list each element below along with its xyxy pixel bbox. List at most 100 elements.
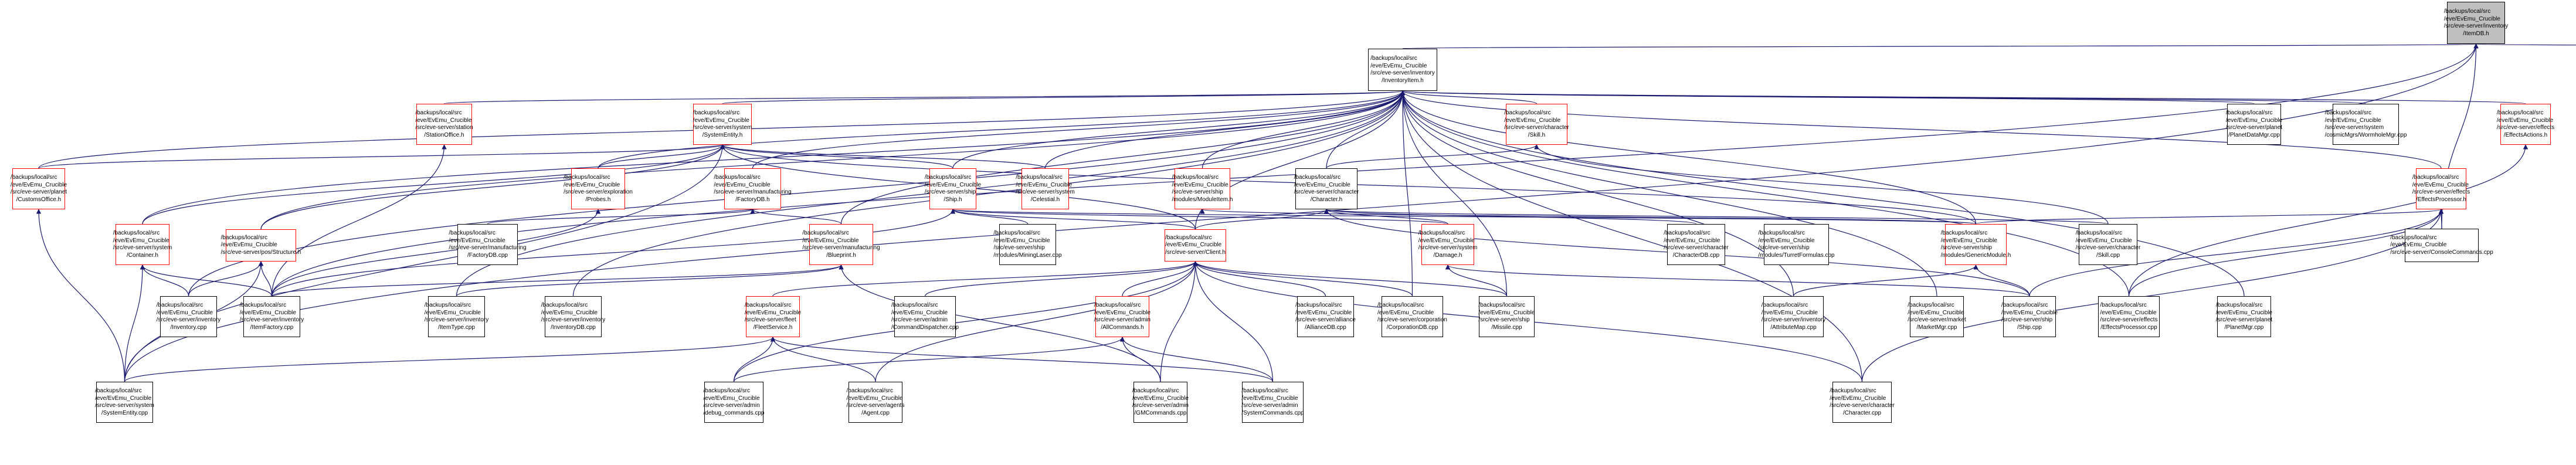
- node-label: /backups/local/src/eve/EvEmu_Crucible/sr…: [1165, 235, 1226, 257]
- graph-node-celestial-h[interactable]: /backups/local/src/eve/EvEmu_Crucible/sr…: [1016, 168, 1075, 209]
- node-label: /backups/local/src/eve/EvEmu_Crucible/sr…: [157, 302, 220, 331]
- edge-systementity-cpp-to-fleetservice-h: [124, 337, 775, 382]
- graph-node-skill-cpp[interactable]: /backups/local/src/eve/EvEmu_Crucible/sr…: [2076, 224, 2140, 265]
- graph-node-commanddispatcher-cpp[interactable]: /backups/local/src/eve/EvEmu_Crucible/sr…: [891, 296, 959, 337]
- graph-node-damage-h[interactable]: /backups/local/src/eve/EvEmu_Crucible/sr…: [1418, 224, 1477, 265]
- graph-node-itemfactory-cpp[interactable]: /backups/local/src/eve/EvEmu_Crucible/sr…: [240, 296, 304, 337]
- graph-node-planetmgr-cpp[interactable]: /backups/local/src/eve/EvEmu_Crucible/sr…: [2216, 296, 2272, 337]
- node-label-line: /backups/local/src: [2225, 110, 2273, 116]
- graph-node-planetdatamgr-cpp[interactable]: /backups/local/src/eve/EvEmu_Crucible/sr…: [2225, 104, 2283, 145]
- node-label-line: /src/eve-server/admin: [891, 317, 948, 323]
- node-label-line: /backups/local/src: [564, 174, 610, 181]
- graph-node-systementity-h[interactable]: /backups/local/src/eve/EvEmu_Crucible/sr…: [693, 104, 752, 145]
- graph-node-inventoryitem-h[interactable]: /backups/local/src/eve/EvEmu_Crucible/sr…: [1368, 49, 1437, 91]
- node-label-line: /backups/local/src: [1294, 174, 1341, 181]
- graph-node-fleetservice-h[interactable]: /backups/local/src/eve/EvEmu_Crucible/sr…: [745, 296, 801, 337]
- node-label-line: /eve/EvEmu_Crucible: [2390, 242, 2447, 249]
- node-label-line: /FactoryDB.cpp: [467, 252, 508, 259]
- graph-node-characterdb-cpp[interactable]: /backups/local/src/eve/EvEmu_Crucible/sr…: [1664, 224, 1729, 265]
- graph-node-consolecommands-cpp[interactable]: /backups/local/src/eve/EvEmu_Crucible/sr…: [2390, 229, 2493, 262]
- node-label-line: /backups/local/src: [846, 388, 894, 394]
- edge-debug-commands-cpp-to-allcommands-h: [733, 337, 1125, 382]
- graph-node-turretformulas-cpp[interactable]: /backups/local/src/eve/EvEmu_Crucible/sr…: [1758, 224, 1835, 265]
- node-label-line: /src/eve-server/planet: [2225, 124, 2283, 131]
- edge-allcommands-h-to-client-h: [1122, 261, 1198, 297]
- graph-node-systementity-cpp[interactable]: /backups/local/src/eve/EvEmu_Crucible/sr…: [95, 382, 154, 423]
- graph-node-blueprint-h[interactable]: /backups/local/src/eve/EvEmu_Crucible/sr…: [802, 224, 880, 265]
- graph-node-ship-h[interactable]: /backups/local/src/eve/EvEmu_Crucible/sr…: [925, 168, 981, 209]
- graph-node-effectsprocessor-h[interactable]: /backups/local/src/eve/EvEmu_Crucible/sr…: [2412, 168, 2470, 209]
- node-label-line: /src/eve-server/ship: [1940, 245, 1992, 251]
- graph-node-itemdb-h[interactable]: /backups/local/src/eve/EvEmu_Crucible/sr…: [2444, 2, 2508, 44]
- graph-node-effectsactions-h[interactable]: /backups/local/src/eve/EvEmu_Crucible/sr…: [2497, 104, 2554, 145]
- node-label-line: /eve/EvEmu_Crucible: [1377, 309, 1434, 316]
- graph-node-inventorydb-cpp[interactable]: /backups/local/src/eve/EvEmu_Crucible/sr…: [541, 296, 605, 337]
- edge-alliancedb-cpp-to-client-h: [1193, 261, 1326, 297]
- graph-node-factorydb-h[interactable]: /backups/local/src/eve/EvEmu_Crucible/sr…: [714, 168, 792, 209]
- graph-node-alliancedb-cpp[interactable]: /backups/local/src/eve/EvEmu_Crucible/sr…: [1295, 296, 1356, 337]
- node-label-line: /EffectsActions.h: [2503, 131, 2548, 138]
- graph-node-allcommands-h[interactable]: /backups/local/src/eve/EvEmu_Crucible/sr…: [1094, 296, 1151, 337]
- graph-node-genericmodule-h[interactable]: /backups/local/src/eve/EvEmu_Crucible/sr…: [1941, 224, 2011, 265]
- edge-ship-h-to-systementity-h: [719, 144, 953, 169]
- edge-systemcommands-cpp-to-allcommands-h: [1119, 337, 1274, 382]
- node-label-line: /CharacterDB.cpp: [1672, 252, 1720, 259]
- node-label: /backups/local/src/eve/EvEmu_Crucible/sr…: [541, 302, 605, 331]
- graph-node-container-h[interactable]: /backups/local/src/eve/EvEmu_Crucible/sr…: [113, 224, 172, 265]
- node-label-line: /src/eve-server/fleet: [744, 317, 796, 323]
- node-label-line: /src/eve-server/effects: [2100, 317, 2158, 323]
- graph-node-itemtype-cpp[interactable]: /backups/local/src/eve/EvEmu_Crucible/sr…: [425, 296, 488, 337]
- node-label-line: /eve/EvEmu_Crucible: [2225, 117, 2283, 124]
- node-label-line: /eve/EvEmu_Crucible: [714, 181, 771, 188]
- edge-missile-cpp-to-inventoryitem-h: [1400, 90, 1508, 297]
- graph-node-mininglaser-cpp[interactable]: /backups/local/src/eve/EvEmu_Crucible/sr…: [993, 224, 1062, 265]
- node-label-line: /eve/EvEmu_Crucible: [1758, 237, 1815, 244]
- node-label-line: /backups/local/src: [993, 230, 1040, 236]
- graph-node-customsoffice-h[interactable]: /backups/local/src/eve/EvEmu_Crucible/sr…: [10, 168, 67, 209]
- node-label-line: /eve/EvEmu_Crucible: [1295, 309, 1352, 316]
- graph-node-skill-h[interactable]: /backups/local/src/eve/EvEmu_Crucible/sr…: [1504, 104, 1569, 145]
- graph-node-stationoffice-h[interactable]: /backups/local/src/eve/EvEmu_Crucible/sr…: [415, 104, 473, 145]
- node-label-line: /eve/EvEmu_Crucible: [1094, 309, 1151, 316]
- graph-node-probes-h[interactable]: /backups/local/src/eve/EvEmu_Crucible/sr…: [564, 168, 633, 209]
- graph-node-gmcommands-cpp[interactable]: /backups/local/src/eve/EvEmu_Crucible/sr…: [1132, 382, 1189, 423]
- edge-probes-h-to-inventoryitem-h: [598, 90, 1406, 169]
- edge-systementity-cpp-to-customsoffice-h: [36, 209, 125, 382]
- edge-stationoffice-h-to-inventoryitem-h: [443, 90, 1405, 104]
- graph-node-client-h[interactable]: /backups/local/src/eve/EvEmu_Crucible/sr…: [1165, 229, 1226, 262]
- graph-node-systemcommands-cpp[interactable]: /backups/local/src/eve/EvEmu_Crucible/sr…: [1241, 382, 1304, 423]
- node-label: /backups/local/src/eve/EvEmu_Crucible/sr…: [745, 302, 801, 331]
- graph-node-missile-cpp[interactable]: /backups/local/src/eve/EvEmu_Crucible/sr…: [1478, 296, 1535, 337]
- graph-node-structure-h[interactable]: /backups/local/src/eve/EvEmu_Crucible/sr…: [221, 229, 301, 262]
- node-label-line: /backups/local/src: [415, 110, 462, 116]
- graph-node-inventory-cpp[interactable]: /backups/local/src/eve/EvEmu_Crucible/sr…: [157, 296, 220, 337]
- edge-itemfactory-cpp-to-probes-h: [271, 209, 601, 297]
- graph-node-ship-cpp[interactable]: /backups/local/src/eve/EvEmu_Crucible/sr…: [2001, 296, 2058, 337]
- graph-node-character-h[interactable]: /backups/local/src/eve/EvEmu_Crucible/sr…: [1294, 168, 1359, 209]
- graph-node-attributemap-cpp[interactable]: /backups/local/src/eve/EvEmu_Crucible/sr…: [1762, 296, 1825, 337]
- graph-node-factorydb-cpp[interactable]: /backups/local/src/eve/EvEmu_Crucible/sr…: [449, 224, 527, 265]
- graph-node-agent-cpp[interactable]: /backups/local/src/eve/EvEmu_Crucible/sr…: [846, 382, 904, 423]
- graph-node-wormholemgr-cpp[interactable]: /backups/local/src/eve/EvEmu_Crucible/sr…: [2325, 104, 2407, 145]
- edge-systementity-cpp-to-systementity-h: [124, 144, 725, 382]
- graph-node-moduleitem-h[interactable]: /backups/local/src/eve/EvEmu_Crucible/sr…: [1172, 168, 1233, 209]
- node-label-line: /src/eve-server/system: [95, 402, 154, 409]
- graph-node-corporationdb-cpp[interactable]: /backups/local/src/eve/EvEmu_Crucible/sr…: [1377, 296, 1447, 337]
- graph-node-effectsprocessor-cpp[interactable]: /backups/local/src/eve/EvEmu_Crucible/sr…: [2098, 296, 2160, 337]
- node-label-line: /src/eve-server/ship: [924, 189, 976, 195]
- node-label-line: /eve/EvEmu_Crucible: [10, 181, 67, 188]
- node-label-line: /InventoryItem.h: [1382, 77, 1424, 84]
- node-label-line: /backups/local/src: [2443, 8, 2491, 15]
- edge-attributemap-cpp-to-genericmodule-h: [1793, 264, 1978, 297]
- edge-genericmodule-h-to-ship-h: [951, 209, 1977, 225]
- node-label-line: /StationOffice.h: [424, 131, 464, 138]
- edge-effectsprocessor-cpp-to-effectsprocessor-h: [2128, 209, 2444, 297]
- node-label-line: /src/eve-server/ConsoleCommands.cpp: [2390, 249, 2493, 256]
- graph-node-character-cpp[interactable]: /backups/local/src/eve/EvEmu_Crucible/sr…: [1830, 382, 1895, 423]
- graph-node-debug-commands-cpp[interactable]: /backups/local/src/eve/EvEmu_Crucible/sr…: [704, 382, 764, 423]
- node-label: /backups/local/src/eve/EvEmu_Crucible/sr…: [2444, 8, 2508, 38]
- node-label-line: /backups/local/src: [714, 174, 761, 181]
- node-label-line: /src/eve-server/pos/Structure.h: [220, 249, 301, 256]
- graph-node-marketmgr-cpp[interactable]: /backups/local/src/eve/EvEmu_Crucible/sr…: [1908, 296, 1966, 337]
- node-label-line: /Character.h: [1310, 196, 1343, 203]
